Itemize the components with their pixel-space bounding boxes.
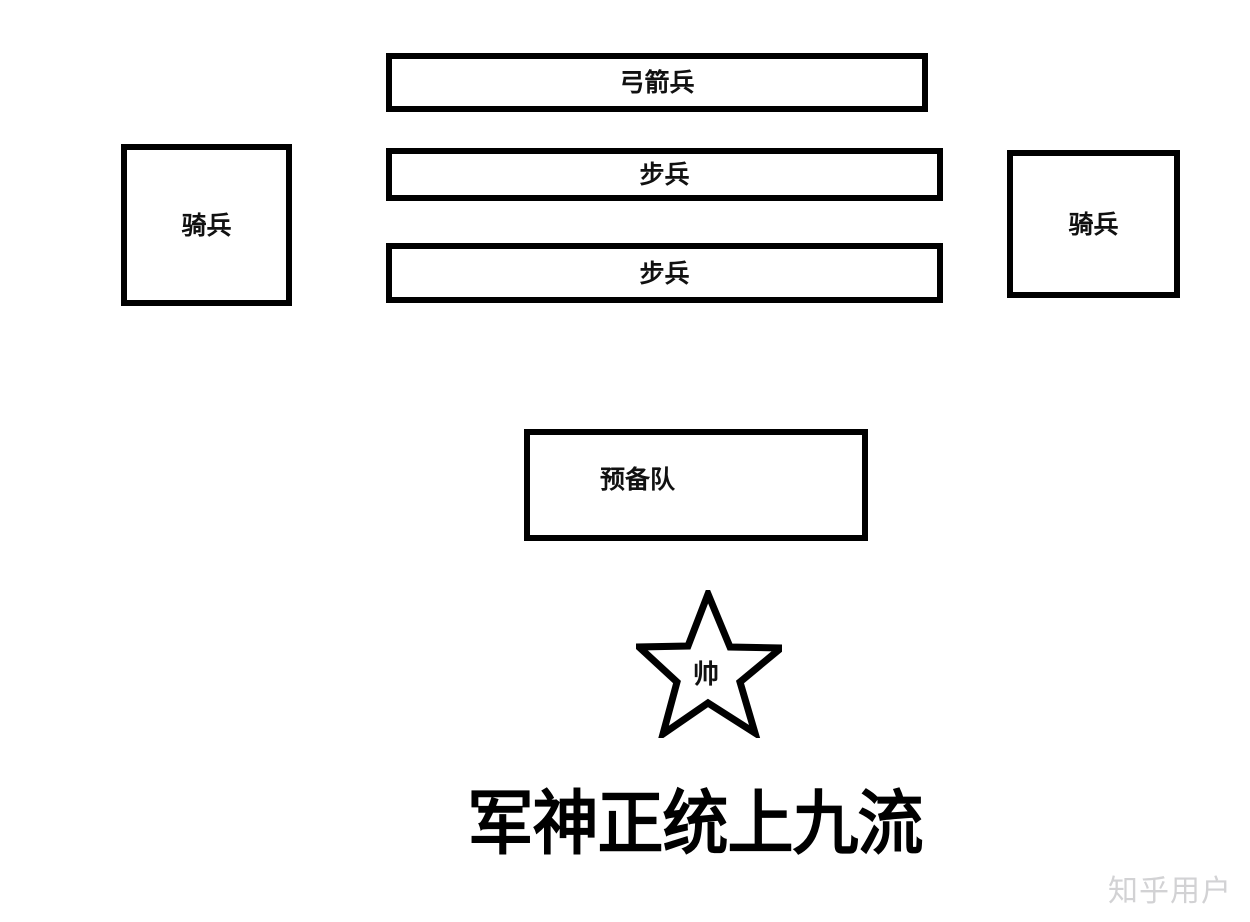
- unit-box-archers[interactable]: 弓箭兵: [386, 53, 928, 112]
- unit-label-infantry-second-line: 步兵: [639, 259, 690, 288]
- star-icon: [636, 590, 782, 738]
- unit-box-reserve[interactable]: 预备队: [524, 429, 868, 541]
- unit-label-infantry-first-line: 步兵: [639, 160, 690, 189]
- unit-label-reserve: 预备队: [600, 465, 676, 494]
- unit-box-cavalry-right[interactable]: 骑兵: [1007, 150, 1180, 298]
- unit-box-cavalry-left[interactable]: 骑兵: [121, 144, 292, 306]
- unit-box-infantry-first-line[interactable]: 步兵: [386, 148, 943, 201]
- unit-box-infantry-second-line[interactable]: 步兵: [386, 243, 943, 303]
- unit-label-archers: 弓箭兵: [619, 68, 695, 97]
- commander-star[interactable]: 帅: [636, 590, 782, 738]
- diagram-title: 军神正统上九流: [467, 782, 924, 865]
- watermark: 知乎用户: [1108, 874, 1232, 909]
- unit-label-cavalry-left: 骑兵: [181, 210, 232, 240]
- unit-label-cavalry-right: 骑兵: [1068, 209, 1119, 239]
